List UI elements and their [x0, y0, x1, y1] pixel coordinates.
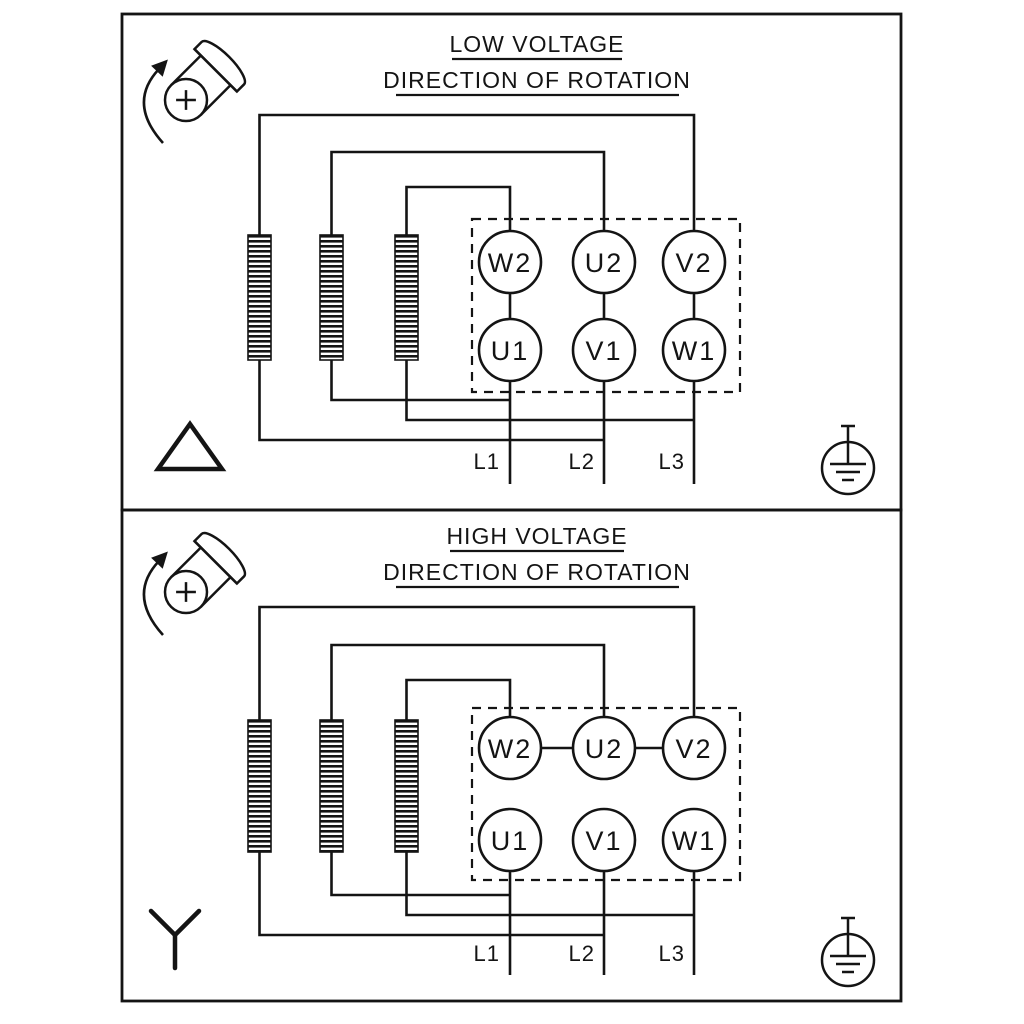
earth-ground-icon	[820, 916, 876, 988]
star-arm	[172, 908, 202, 938]
terminal-label: W2	[488, 734, 533, 764]
terminal-v1: V1	[571, 807, 637, 873]
terminal-label: U1	[491, 336, 530, 366]
panel-subtitle: DIRECTION OF ROTATION	[383, 559, 691, 585]
terminal-circle	[477, 229, 543, 295]
stator-wires	[258, 605, 696, 937]
wire	[258, 360, 604, 442]
terminal-label: V1	[585, 336, 622, 366]
terminal-u2: U2	[571, 715, 637, 781]
wire	[330, 852, 510, 897]
supply-label: L2	[569, 941, 595, 966]
wire	[258, 113, 696, 235]
terminal-label: W1	[672, 336, 717, 366]
terminal-label: W1	[672, 826, 717, 856]
rotation-arrowhead-icon	[151, 59, 168, 77]
terminal-w1: W1	[661, 807, 727, 873]
shaft-rotation-icon	[148, 526, 252, 630]
terminal-circle	[661, 715, 727, 781]
delta-symbol	[153, 420, 227, 472]
supply-label: L1	[474, 449, 500, 474]
motor-winding-coil	[319, 234, 344, 361]
terminal-label: U1	[491, 826, 530, 856]
terminal-u1: U1	[477, 317, 543, 383]
terminal-label: W2	[488, 248, 533, 278]
panel-border	[120, 508, 903, 1003]
motor-winding-coil	[394, 719, 419, 853]
wire	[330, 643, 606, 720]
motor-winding-coil	[394, 234, 419, 361]
supply-line-l2: L2	[569, 381, 606, 484]
terminal-u2: U2	[571, 229, 637, 295]
stator-wires	[258, 113, 696, 442]
terminal-circle	[571, 229, 637, 295]
supply-label: L3	[659, 941, 685, 966]
panel-title: HIGH VOLTAGE	[446, 523, 627, 549]
wire	[405, 185, 512, 235]
motor-winding-coil	[247, 719, 272, 853]
wire	[330, 360, 510, 402]
terminal-box	[470, 217, 742, 394]
terminal-label: V1	[585, 826, 622, 856]
terminal-w1: W1	[661, 317, 727, 383]
supply-line-l2: L2	[569, 871, 606, 975]
motor-winding-coil	[319, 719, 344, 853]
terminal-label: U2	[585, 734, 624, 764]
star-symbol	[148, 908, 202, 971]
terminal-v1: V1	[571, 317, 637, 383]
panel-high-voltage: HIGH VOLTAGE DIRECTION OF ROTATION W2	[120, 508, 903, 1003]
supply-line-l1: L1	[474, 871, 512, 975]
terminal-label: V2	[675, 734, 712, 764]
supply-line-l3: L3	[659, 871, 696, 975]
supply-label: L2	[569, 449, 595, 474]
terminal-v2: V2	[661, 229, 727, 295]
terminal-label: U2	[585, 248, 624, 278]
wire	[405, 678, 512, 720]
rotation-arrow-icon	[142, 68, 164, 144]
terminal-circle	[477, 715, 543, 781]
supply-line-l1: L1	[474, 381, 512, 484]
wire	[258, 852, 604, 937]
rotation-arrowhead-icon	[151, 551, 168, 569]
wire	[405, 360, 694, 422]
terminal-w2: W2	[477, 715, 543, 781]
terminal-circle	[661, 229, 727, 295]
terminal-label: V2	[675, 248, 712, 278]
terminal-v2: V2	[661, 715, 727, 781]
panel-low-voltage: LOW VOLTAGE DIRECTION OF ROTATION W	[120, 12, 903, 512]
supply-line-l3: L3	[659, 381, 696, 484]
terminal-circle	[571, 715, 637, 781]
earth-ground-icon	[820, 424, 876, 496]
wire	[258, 605, 696, 720]
supply-label: L1	[474, 941, 500, 966]
motor-winding-coil	[247, 234, 272, 361]
wire	[330, 150, 606, 235]
terminal-u1: U1	[477, 807, 543, 873]
wire	[405, 852, 694, 917]
shaft-rotation-icon	[148, 34, 252, 138]
rotation-arrow-icon	[142, 560, 164, 636]
panel-subtitle: DIRECTION OF ROTATION	[383, 67, 691, 93]
star-arm	[148, 908, 178, 938]
supply-label: L3	[659, 449, 685, 474]
terminal-box	[470, 706, 742, 882]
panel-title: LOW VOLTAGE	[449, 31, 624, 57]
terminal-w2: W2	[477, 229, 543, 295]
